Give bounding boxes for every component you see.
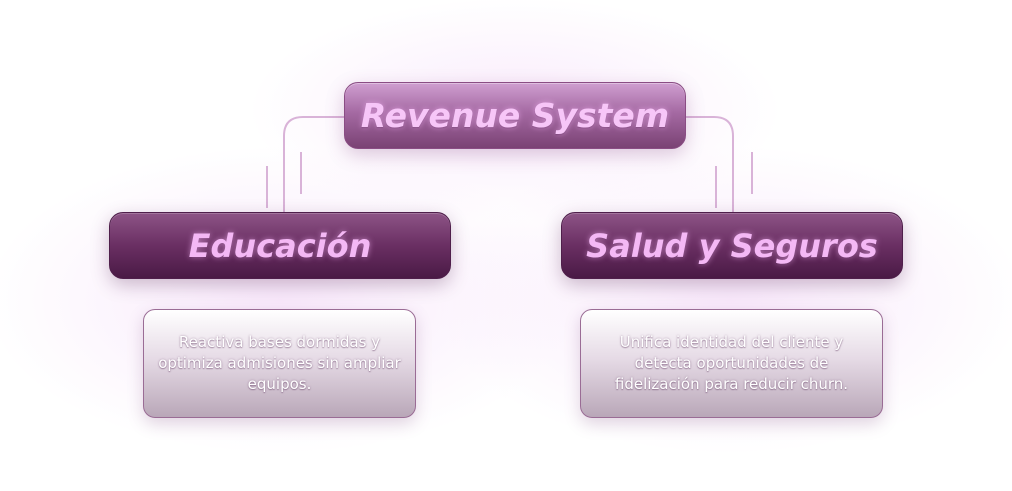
description-text-salud-seguros: Unifica identidad del cliente y detecta … <box>614 333 849 393</box>
branch-node-salud-seguros: Salud y Seguros <box>561 212 903 279</box>
root-node: Revenue System <box>344 82 686 149</box>
root-title: Revenue System <box>360 96 670 135</box>
description-card-educacion: Reactiva bases dormidas y optimiza admis… <box>143 309 416 418</box>
branch-node-educacion: Educación <box>109 212 451 279</box>
connector-root-to-salud <box>686 116 734 212</box>
connector-root-to-educacion <box>283 116 344 212</box>
description-text-educacion: Reactiva bases dormidas y optimiza admis… <box>158 333 401 393</box>
branch-title-educacion: Educación <box>188 226 372 265</box>
branch-title-salud-seguros: Salud y Seguros <box>586 226 878 265</box>
description-card-salud-seguros: Unifica identidad del cliente y detecta … <box>580 309 883 418</box>
